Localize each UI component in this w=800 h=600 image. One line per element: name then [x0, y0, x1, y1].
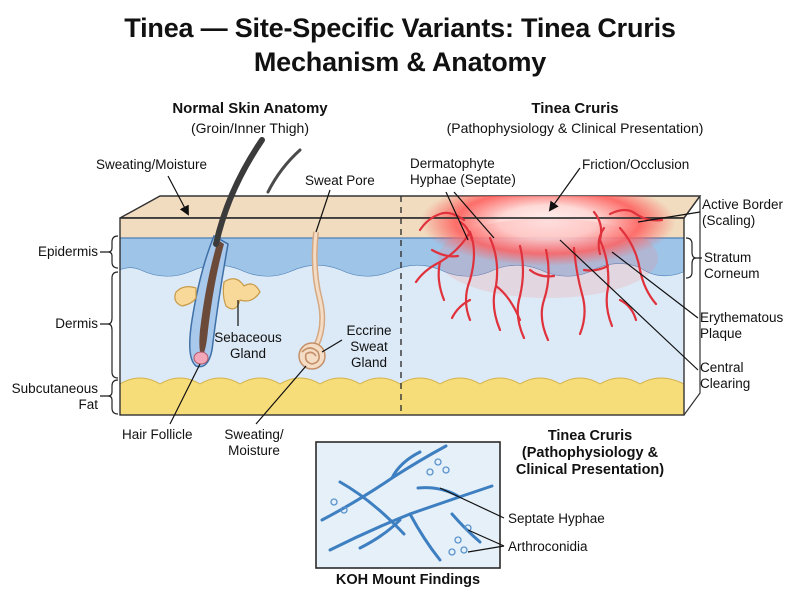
- label-sweating-top: Sweating/Moisture: [96, 157, 208, 172]
- label-plaque-1: Erythematous: [700, 310, 784, 325]
- label-eccrine-3: Gland: [350, 355, 388, 370]
- label-stratum-2: Corneum: [704, 266, 760, 281]
- label-subcutaneous-1: Subcutaneous: [11, 381, 98, 396]
- right-panel-subheading: (Pathophysiology & Clinical Presentation…: [446, 120, 704, 136]
- label-hair-follicle: Hair Follicle: [122, 427, 193, 442]
- label-sebaceous-1: Sebaceous: [214, 330, 282, 345]
- label-clearing-2: Clearing: [700, 376, 751, 391]
- label-arthroconidia: Arthroconidia: [508, 539, 588, 554]
- label-active-border-2: (Scaling): [702, 213, 756, 228]
- caption-right-2: (Pathophysiology &: [521, 445, 659, 461]
- label-epidermis: Epidermis: [37, 244, 98, 259]
- caption-right-1: Tinea Cruris: [547, 428, 633, 444]
- koh-arthroconidia: [330, 458, 472, 556]
- label-plaque-2: Plaque: [700, 326, 743, 341]
- eccrine-sweat-gland: [298, 231, 326, 370]
- dermis-layer: [120, 263, 684, 384]
- right-panel-heading: Tinea Cruris: [531, 100, 619, 117]
- label-subcutaneous-2: Fat: [78, 397, 98, 412]
- label-clearing-1: Central: [700, 360, 744, 375]
- koh-mount-panel: [315, 441, 505, 569]
- label-sweating-bottom-2: Moisture: [228, 443, 280, 458]
- label-sebaceous-2: Gland: [229, 346, 267, 361]
- label-eccrine-2: Sweat: [350, 339, 388, 354]
- koh-caption: KOH Mount Findings: [335, 572, 481, 588]
- subcutaneous-fat-layer: [120, 377, 685, 415]
- page-title-line1: Tinea — Site-Specific Variants: Tinea Cr…: [124, 13, 676, 43]
- label-active-border-1: Active Border: [702, 197, 784, 212]
- label-sweating-bottom-1: Sweating/: [224, 427, 284, 442]
- hair-shaft: [213, 137, 265, 247]
- caption-right-3: Clinical Presentation): [515, 462, 665, 478]
- koh-hyphae: [320, 444, 494, 562]
- left-panel-heading: Normal Skin Anatomy: [172, 100, 328, 117]
- hair-shaft-2: [266, 148, 302, 194]
- left-panel-subheading: (Groin/Inner Thigh): [190, 120, 309, 136]
- label-septate-hyphae: Septate Hyphae: [508, 511, 605, 526]
- label-sweat-pore: Sweat Pore: [305, 173, 375, 188]
- label-hyphae-2: Hyphae (Septate): [410, 172, 516, 187]
- label-stratum-1: Stratum: [704, 250, 752, 265]
- label-friction: Friction/Occlusion: [582, 157, 690, 172]
- hair-follicle-structure: [174, 137, 302, 368]
- dermatophyte-hyphae: [414, 208, 664, 342]
- label-hyphae-1: Dermatophyte: [410, 156, 495, 171]
- label-dermis: Dermis: [55, 316, 98, 331]
- page-title-line2: Mechanism & Anatomy: [253, 47, 547, 77]
- erythema-glow: [420, 196, 676, 266]
- label-eccrine-1: Eccrine: [346, 323, 392, 338]
- sebaceous-gland: [222, 278, 261, 310]
